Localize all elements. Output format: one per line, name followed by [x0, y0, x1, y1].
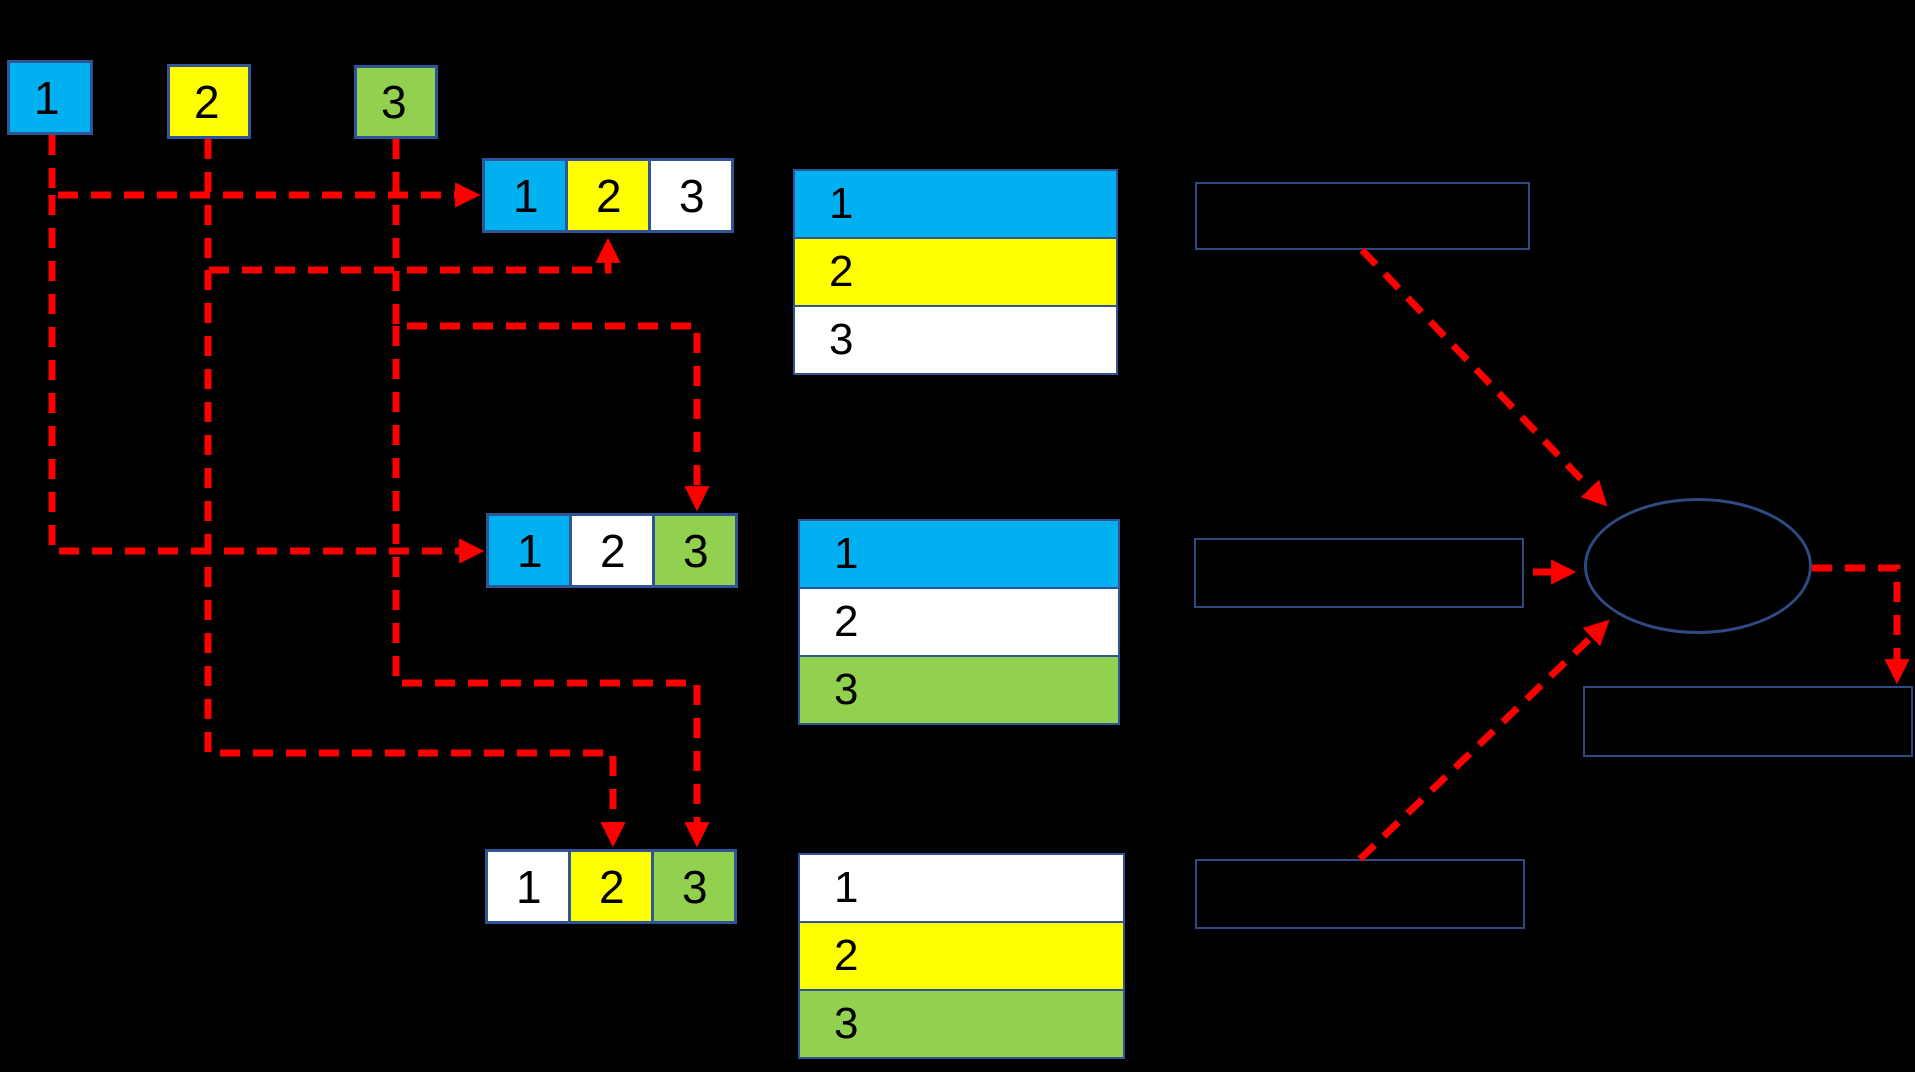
permutation-1-cell-1: 1 [482, 158, 568, 233]
arrow-labelbox1-to-ellipse [1359, 247, 1608, 507]
row-label: 2 [834, 931, 859, 980]
permutation-row-1: 1 2 3 [482, 158, 734, 233]
permutation-row-2: 1 2 3 [486, 513, 738, 588]
stacked-table-1-row-2: 2 [793, 237, 1118, 307]
row-label: 3 [834, 999, 859, 1048]
source-square-1: 1 [7, 60, 93, 135]
row-label: 3 [829, 315, 854, 364]
cell-label: 3 [682, 860, 708, 913]
source-square-3: 3 [354, 65, 438, 139]
arrow-source1-to-perm1-pos1 [48, 135, 481, 208]
permutation-2-cell-3: 3 [652, 513, 738, 588]
source-square-3-label: 3 [381, 76, 407, 128]
label-box-2 [1194, 538, 1524, 608]
arrow-labelbox3-to-ellipse [1357, 619, 1610, 862]
row-label: 1 [829, 179, 854, 228]
cell-label: 2 [600, 524, 626, 577]
row-label: 1 [834, 529, 859, 578]
stacked-table-2-row-2: 2 [798, 587, 1120, 657]
label-box-3 [1195, 859, 1525, 929]
permutation-3-cell-1: 1 [485, 849, 571, 924]
stacked-table-3-row-3: 3 [798, 989, 1125, 1059]
cell-label: 3 [683, 524, 709, 577]
cell-label: 1 [513, 169, 539, 222]
stacked-table-3: 1 2 3 [798, 853, 1125, 1059]
cell-label: 3 [679, 169, 705, 222]
stacked-table-2: 1 2 3 [798, 519, 1120, 725]
permutation-1-cell-2: 2 [565, 158, 651, 233]
cell-label: 1 [516, 860, 542, 913]
cell-label: 2 [599, 860, 625, 913]
output-box [1583, 686, 1913, 757]
stacked-table-1: 1 2 3 [793, 169, 1118, 375]
permutation-3-cell-3: 3 [651, 849, 737, 924]
stacked-table-3-row-2: 2 [798, 921, 1125, 991]
source-square-2-label: 2 [194, 75, 220, 128]
row-label: 1 [834, 863, 859, 912]
permutation-1-cell-3: 3 [648, 158, 734, 233]
cell-label: 2 [596, 169, 622, 222]
permutation-row-3: 1 2 3 [485, 849, 737, 924]
stacked-table-1-row-3: 3 [793, 305, 1118, 375]
permutation-3-cell-2: 2 [568, 849, 654, 924]
permutation-2-cell-1: 1 [486, 513, 572, 588]
merge-ellipse [1584, 498, 1812, 634]
cell-label: 1 [517, 524, 543, 577]
row-label: 3 [834, 665, 859, 714]
source-square-1-label: 1 [34, 71, 60, 124]
label-box-1 [1195, 182, 1530, 250]
stacked-table-1-row-1: 1 [793, 169, 1118, 239]
row-label: 2 [834, 597, 859, 646]
arrow-ellipse-to-output-box [1812, 564, 1910, 685]
arrow-source1-to-perm2-pos1 [48, 195, 485, 564]
stacked-table-2-row-1: 1 [798, 519, 1120, 589]
source-square-2: 2 [167, 64, 251, 139]
stacked-table-2-row-3: 3 [798, 655, 1120, 725]
permutation-2-cell-2: 2 [569, 513, 655, 588]
stacked-table-3-row-1: 1 [798, 853, 1125, 923]
row-label: 2 [829, 247, 854, 296]
